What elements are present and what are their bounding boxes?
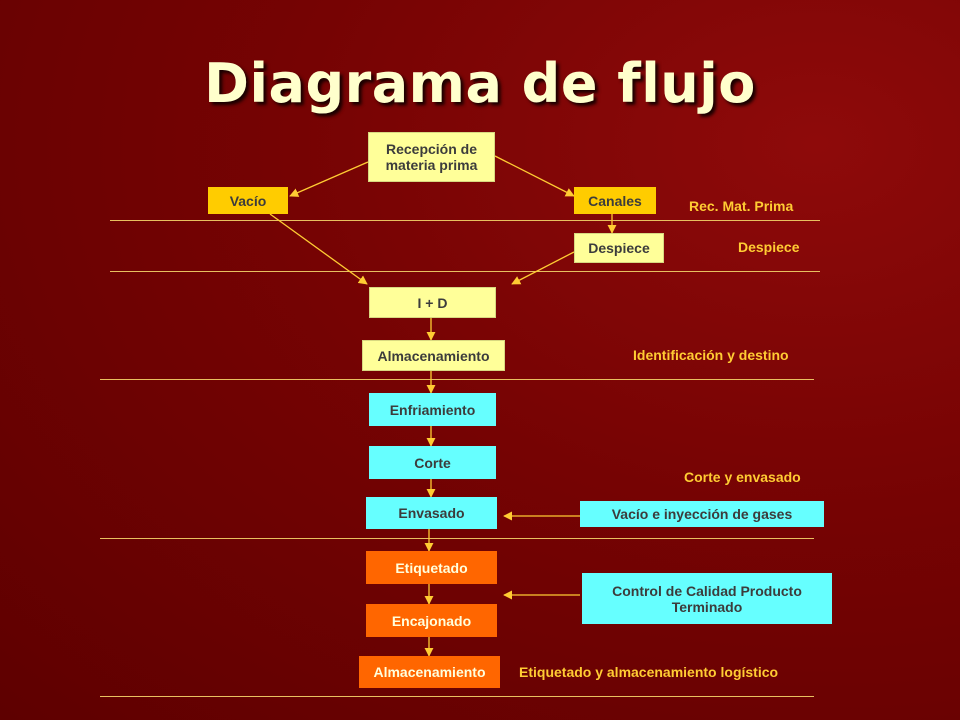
arrow-recepcion-canales	[494, 155, 575, 197]
node-control-calidad: Control de Calidad Producto Terminado	[582, 573, 832, 624]
node-label: Vacío e inyección de gases	[611, 506, 793, 522]
separator-line	[100, 379, 814, 380]
node-label: Envasado	[398, 505, 465, 521]
node-label: Almacenamiento	[377, 347, 490, 364]
node-almacenamiento-2: Almacenamiento	[359, 656, 500, 688]
node-label: Terminado	[671, 598, 743, 615]
arrow-vacio-id	[269, 213, 368, 285]
node-label: Recepción de	[385, 141, 477, 157]
node-label: Enfriamiento	[389, 401, 476, 418]
separator-line	[100, 538, 814, 539]
node-label: Vacío	[229, 192, 267, 209]
node-label: Almacenamiento	[373, 664, 486, 680]
separator-line	[110, 220, 820, 221]
node-envasado: Envasado	[366, 497, 497, 529]
node-despiece: Despiece	[574, 233, 664, 263]
node-label: Control de Calidad Producto	[612, 582, 802, 599]
stage-label-identificacion: Identificación y destino	[633, 347, 789, 363]
stage-label-etiquetado-almacenamiento: Etiquetado y almacenamiento logístico	[519, 664, 779, 680]
page-title: Diagrama de flujo	[204, 52, 756, 115]
node-canales: Canales	[574, 187, 656, 214]
node-label: Corte	[414, 454, 451, 471]
node-label: Despiece	[588, 240, 650, 256]
separator-line	[100, 696, 814, 697]
separator-line	[110, 271, 820, 272]
node-corte: Corte	[369, 446, 496, 479]
stage-label-corte-envasado: Corte y envasado	[684, 469, 801, 485]
node-enfriamiento: Enfriamiento	[369, 393, 496, 426]
stage-label-despiece: Despiece	[738, 239, 800, 255]
node-label: Encajonado	[391, 612, 472, 629]
node-almacenamiento-1: Almacenamiento	[362, 340, 505, 371]
node-encajonado: Encajonado	[366, 604, 497, 637]
arrow-despiece-id	[511, 251, 575, 285]
node-vacio-inyeccion-gases: Vacío e inyección de gases	[580, 501, 824, 527]
node-vacio: Vacío	[208, 187, 288, 214]
node-etiquetado: Etiquetado	[366, 551, 497, 584]
node-label: Etiquetado	[395, 559, 468, 576]
stage-label-rec-mat-prima: Rec. Mat. Prima	[689, 198, 794, 214]
node-recepcion-materia-prima: Recepción de materia prima	[368, 132, 495, 182]
node-label: I + D	[417, 294, 448, 311]
node-label: Canales	[588, 192, 642, 209]
arrow-recepcion-vacio	[289, 161, 369, 197]
node-label: materia prima	[385, 157, 478, 173]
node-i-mas-d: I + D	[369, 287, 496, 318]
